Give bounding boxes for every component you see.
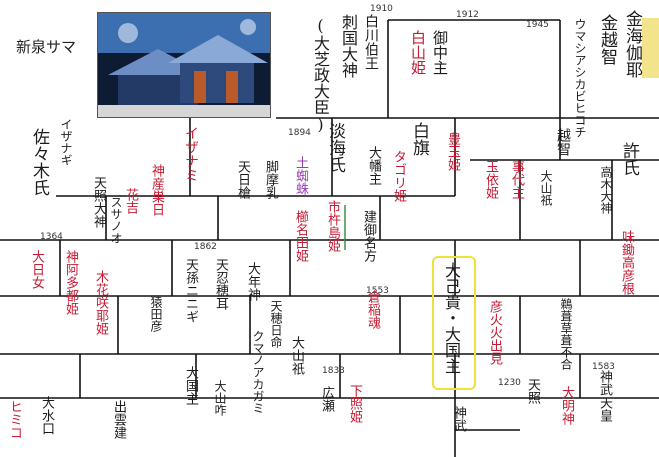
name-kotoshironushi: 事代主 <box>510 160 523 199</box>
name-ashinadzuchi: 脚摩乳 <box>264 160 277 199</box>
name-kunado: クマノアカガミ <box>252 330 264 414</box>
name-tanjou: 天照 <box>526 378 539 404</box>
name-kamu: 神武天皇 <box>598 370 611 422</box>
name-tamayori: 玉依姫 <box>484 160 497 199</box>
name-kushinada: 櫛名田姫 <box>294 210 307 262</box>
name-izanagi: イザナギ <box>60 118 72 166</box>
name-shirakawa: 白川伯王 <box>364 14 378 70</box>
name-oomi: 大水口 <box>40 396 53 435</box>
name-tagori: タゴリ姫 <box>392 150 405 202</box>
name-jinbutou: 神武 <box>452 406 465 432</box>
name-shirahata: 白旗 <box>410 122 427 156</box>
year-label: 1945 <box>526 20 549 30</box>
year-1364: 1364 <box>40 232 63 242</box>
name-ochi: 越智 <box>556 128 570 156</box>
name-oonamuchi: 大己貴・大国主 <box>443 262 459 374</box>
name-hiko: 大日女 <box>30 250 43 289</box>
name-tsuchigumo: 土蜘蛛 <box>294 156 307 195</box>
name-izanami: イザナミ <box>184 126 198 182</box>
name-kamiatami: 神阿多都姫 <box>64 250 77 315</box>
name-sasaki: 佐々木氏 <box>30 128 47 196</box>
year-1583: 1583 <box>592 362 615 372</box>
year-1912: 1912 <box>456 10 479 20</box>
name-takeminakata: 建御名方 <box>362 210 375 262</box>
name-susano-child: 出雲建 <box>112 400 125 439</box>
name-susanoo: スサノオ <box>110 196 122 244</box>
name-aoi: ヒミコ <box>8 400 21 439</box>
name-ooyamakui: 大山咋 <box>214 380 226 416</box>
name-tennosukuna: 天日槍 <box>236 160 249 199</box>
name-sarutahiko: 猿田彦 <box>150 296 162 332</box>
page-title: 新泉サマ <box>16 36 76 57</box>
name-sakicho: 大山祇 <box>540 170 552 206</box>
year-1230: 1230 <box>498 378 521 388</box>
kingdom-label: 金海伽耶 <box>623 10 640 78</box>
year-1894: 1894 <box>288 128 311 138</box>
year-1910: 1910 <box>370 4 393 14</box>
name-takagi: 高木大神 <box>600 166 612 214</box>
name-shirayama: 白山姫 <box>410 30 425 75</box>
year-1862: 1862 <box>194 242 217 252</box>
name-ugayafukiaezu: 鵜葺草葺不合 <box>560 298 572 370</box>
name-ookuninushi: 大国主 <box>184 366 197 405</box>
name-daimyoujin: 大明神 <box>560 386 573 425</box>
name-hanayoshi: 花吉 <box>124 188 137 214</box>
name-hirohashi: 広瀬 <box>320 386 333 412</box>
name-amaterasu: 天照大神 <box>92 176 105 228</box>
name-akiyama: 大山祇 <box>290 336 303 375</box>
name-daichishin: 大幡主 <box>367 146 380 185</box>
shrine-illustration <box>98 13 270 117</box>
name-sakuya: 木花咲耶姫 <box>94 270 107 335</box>
shrine-photo <box>97 12 271 118</box>
name-ninigi: 天孫ニニギ <box>184 258 197 323</box>
name-oshihomimi: 天忍穂耳 <box>214 258 227 310</box>
name-shimoteru: 下照姫 <box>348 384 361 423</box>
year-1553: 1553 <box>366 286 389 296</box>
alias-label: ウマシアシカビヒコチ <box>574 18 586 138</box>
name-ajisuki: 味鋤高彦根 <box>620 230 633 295</box>
name-yoshida: 御中主 <box>432 30 447 75</box>
name-ichikishima: 市杵島姫 <box>326 200 339 252</box>
name-hikohohodemi: 彦火火出見 <box>488 300 501 365</box>
year-1833: 1833 <box>322 366 345 376</box>
name-kyo: 許氏 <box>620 142 637 176</box>
name-daisho: (大芝政大臣) <box>312 16 328 134</box>
name-amanooshiho: 天穂日命 <box>270 300 282 348</box>
name-kamimusubi: 神産巣日 <box>150 164 163 216</box>
corner-tab <box>642 18 659 78</box>
name-otoshi: 大年神 <box>246 262 259 301</box>
ruler-label: 金越智 <box>598 14 615 65</box>
name-shouzu: 淡海氏 <box>326 122 343 173</box>
name-toyotama: 豊玉姫 <box>446 132 459 171</box>
name-shiragi: 刺国大神 <box>340 14 356 78</box>
